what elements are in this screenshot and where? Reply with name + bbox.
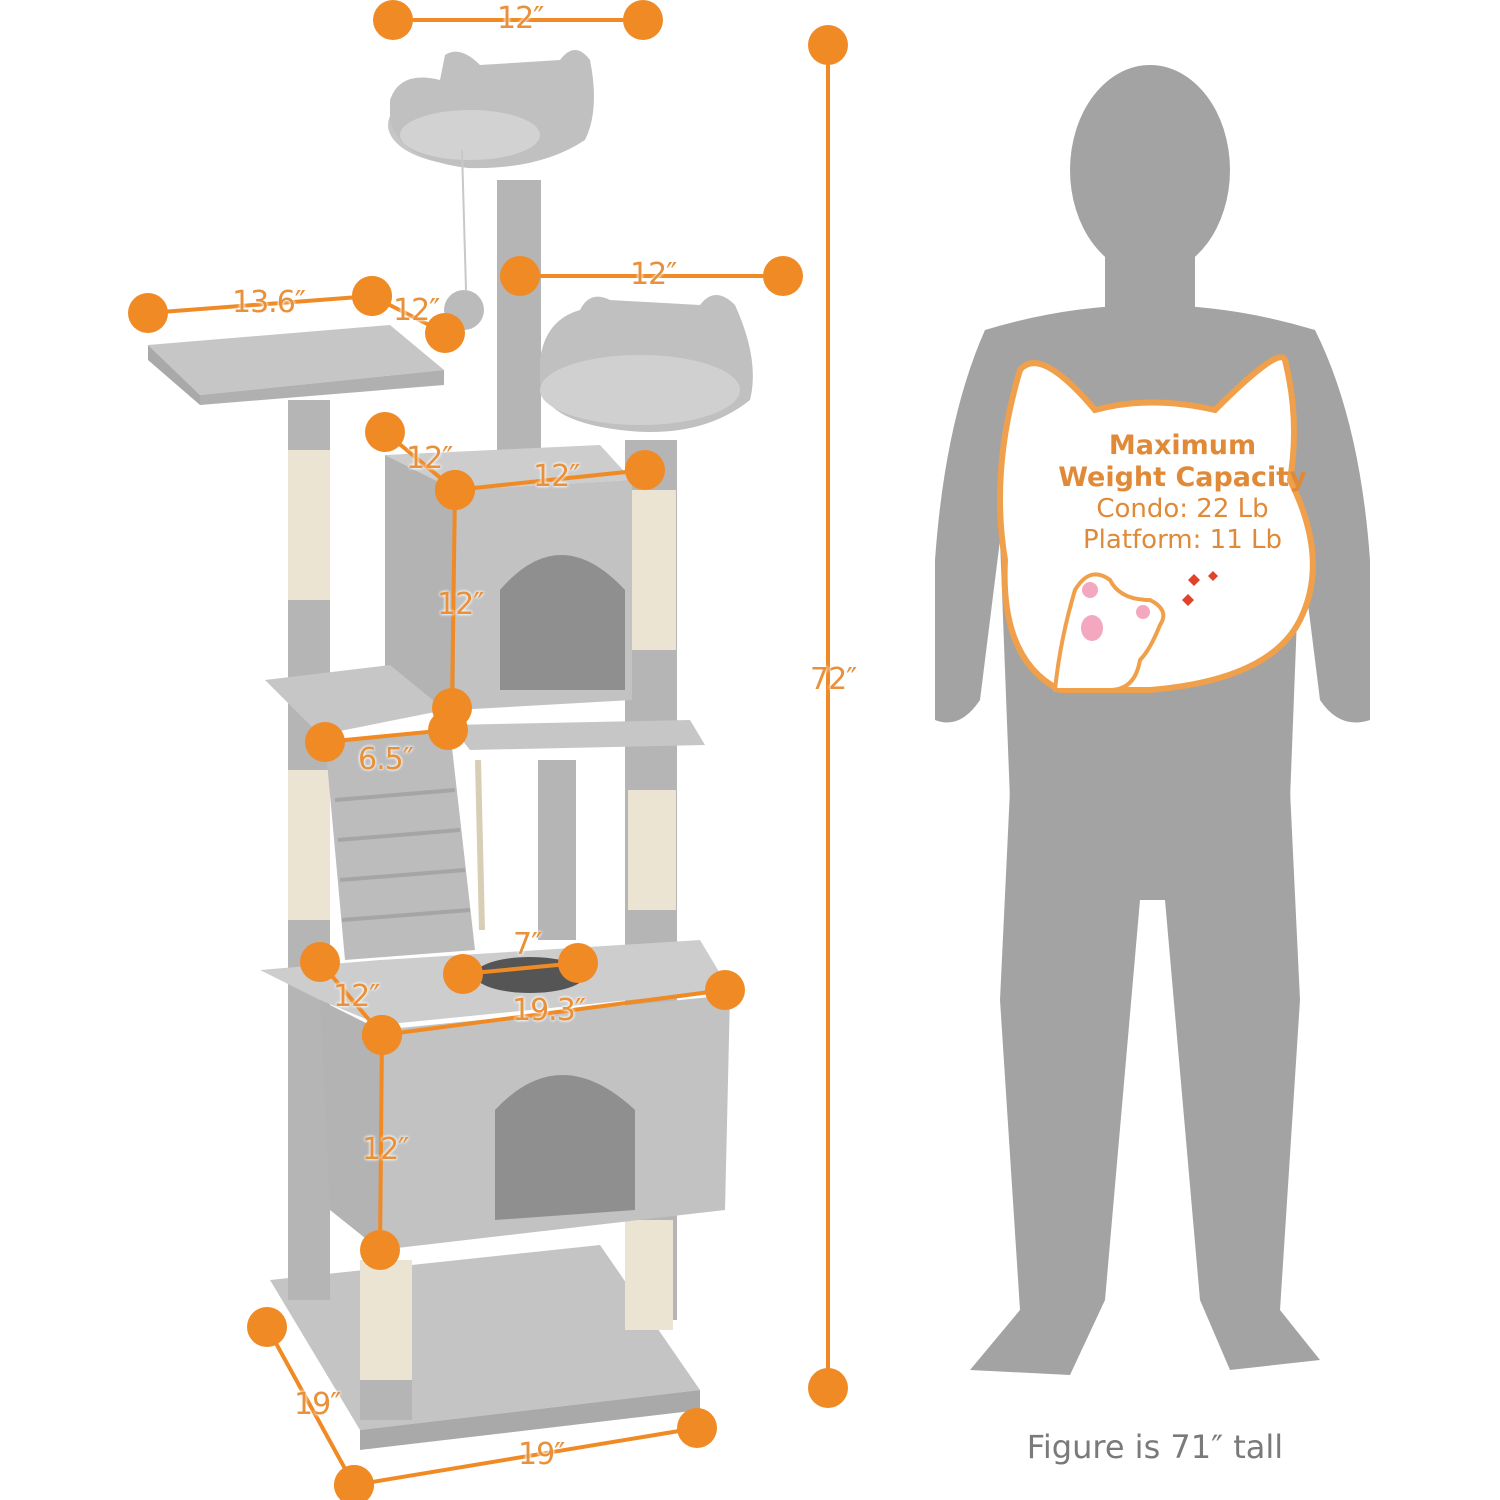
- dim-ladder-width: 6.5″: [358, 742, 414, 777]
- dim-left-platform-depth: 12″: [393, 293, 440, 328]
- badge-condo-capacity: Condo: 22 Lb: [1096, 494, 1269, 524]
- figure-height-caption: Figure is 71″ tall: [1026, 1428, 1284, 1466]
- cat-tree: [148, 50, 753, 1450]
- dim-lower-condo-height: 12″: [362, 1132, 409, 1167]
- weight-capacity-badge: Maximum Weight Capacity Condo: 22 Lb Pla…: [1010, 430, 1355, 556]
- badge-title-line2: Weight Capacity: [1058, 462, 1307, 493]
- dim-side-perch-width: 12″: [630, 257, 677, 292]
- dim-lower-condo-width: 19.3″: [512, 993, 586, 1028]
- dimension-lines: [128, 0, 848, 1500]
- dim-upper-condo-width: 12″: [533, 459, 580, 494]
- weight-badge-cat-head: [997, 354, 1316, 693]
- dim-opening-width: 7″: [513, 927, 542, 962]
- dim-lower-condo-depth: 12″: [333, 979, 380, 1014]
- dim-upper-condo-height: 12″: [437, 587, 484, 622]
- dim-top-perch-width: 12″: [497, 1, 544, 36]
- dim-upper-condo-depth: 12″: [406, 441, 453, 476]
- human-silhouette: [935, 65, 1370, 1375]
- dim-overall-height: 72″: [810, 662, 857, 697]
- dim-base-depth: 19″: [294, 1387, 341, 1422]
- badge-platform-capacity: Platform: 11 Lb: [1082, 525, 1282, 555]
- dim-base-width: 19″: [518, 1437, 565, 1472]
- dim-left-platform-width: 13.6″: [232, 285, 306, 320]
- badge-title-line1: Maximum: [1108, 430, 1257, 461]
